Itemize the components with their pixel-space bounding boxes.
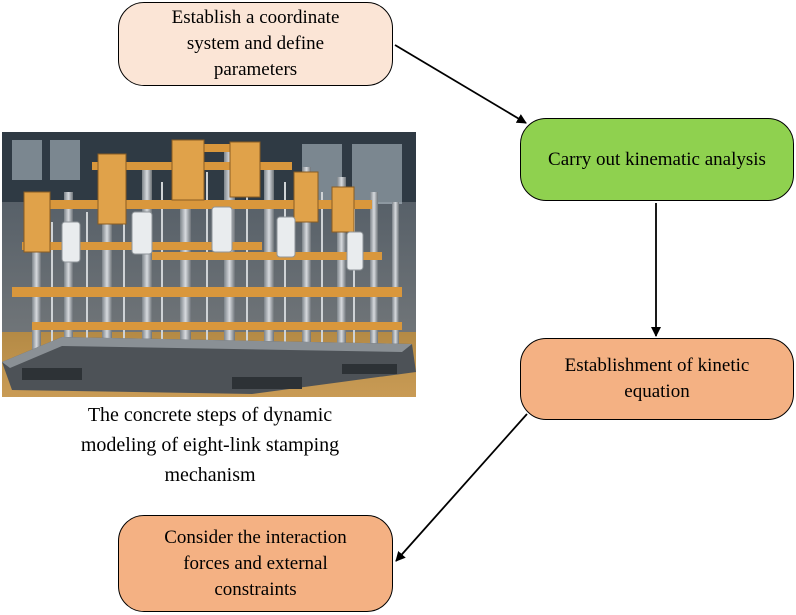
step-interaction-forces: Consider the interaction forces and exte… [118,515,393,612]
step-label: Establishment of kinetic equation [564,355,750,402]
arrow-step1-to-step2 [394,44,527,124]
step-establish-coordinate-system: Establish a coordinate system and define… [118,2,393,86]
arrow-step3-to-step4 [395,413,528,562]
stamping-mechanism-image [2,132,416,397]
image-caption: The concrete steps of dynamic modeling o… [80,404,340,486]
step-label: Consider the interaction forces and exte… [164,526,347,600]
step-label: Carry out kinematic analysis [548,148,766,170]
machine-illustration [2,132,416,397]
step-kinematic-analysis: Carry out kinematic analysis [520,118,794,201]
step-label: Establish a coordinate system and define… [171,7,340,80]
step-kinetic-equation: Establishment of kinetic equation [520,338,794,420]
